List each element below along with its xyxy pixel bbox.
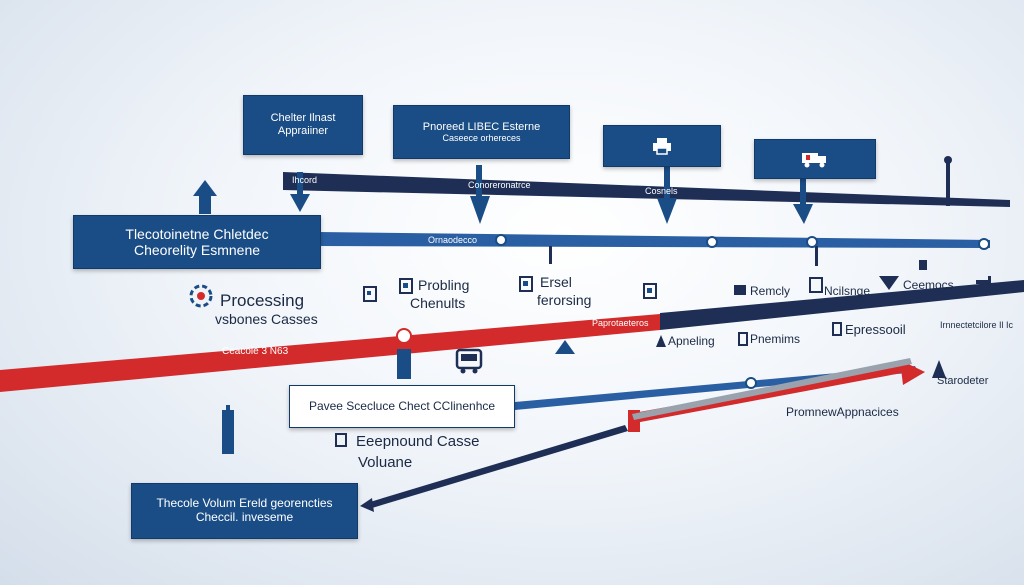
red-band-label: Ceacole 3 N63 bbox=[222, 346, 289, 357]
bottom-box-line2: Checcil. inveseme bbox=[195, 510, 294, 524]
mid-box-label: Pavee Scecluce Chect CClinenhce bbox=[308, 398, 496, 413]
top-box-1-line1: Chelter Ilnast bbox=[270, 112, 336, 125]
ceemocs-label: Ceemocs bbox=[903, 278, 954, 292]
promnewappnacices-label: PromnewAppnacices bbox=[786, 405, 899, 419]
doc-icon-10 bbox=[335, 433, 347, 447]
apneling-label: Apneling bbox=[668, 334, 715, 348]
blue-line-node bbox=[745, 377, 757, 389]
doc-icon-2 bbox=[399, 278, 413, 294]
doc-icon-4 bbox=[643, 283, 657, 299]
bottom-box: Thecole Volum Ereld georencties Checcil.… bbox=[131, 483, 358, 539]
top-box-2: Pnoreed LIBEC Esterne Caseece orhereces bbox=[393, 105, 570, 159]
doc-icon-5 bbox=[734, 285, 746, 295]
band1-label: Ihcord bbox=[292, 175, 318, 185]
eeepnound-label: Eeepnound Casse bbox=[356, 433, 480, 450]
remcly-label: Remcly bbox=[750, 284, 791, 298]
doc-icon-3 bbox=[519, 276, 533, 292]
band1-center-label: Conoreronatrce bbox=[468, 180, 531, 190]
vsbones-label: vsbones Casses bbox=[215, 311, 318, 327]
doc-icon-7 bbox=[919, 260, 927, 270]
ncilsnge-label: Ncilsnge bbox=[824, 284, 871, 298]
doc-icon-1 bbox=[363, 286, 377, 302]
band2-label: Ornaodecco bbox=[428, 235, 478, 245]
band2-node-2 bbox=[706, 236, 718, 248]
starodeter-label: Starodeter bbox=[937, 375, 989, 387]
voluane-label: Voluane bbox=[358, 454, 413, 471]
doc-icon-6 bbox=[809, 277, 823, 293]
marker-bar bbox=[397, 349, 411, 379]
printer-icon bbox=[653, 138, 671, 155]
epressooil-label: Epressooil bbox=[845, 322, 906, 337]
left-box-line2: Cheorelity Esmnene bbox=[133, 242, 261, 258]
processing-icon bbox=[189, 284, 213, 308]
doc-icon-9 bbox=[832, 322, 842, 336]
top-box-2-line2: Caseece orhereces bbox=[442, 133, 521, 144]
a-icon bbox=[656, 335, 666, 347]
top-box-4 bbox=[754, 139, 876, 179]
top-box-2-line1: Pnoreed LIBEC Esterne bbox=[422, 120, 541, 133]
top-box-1-line2: Appraiiner bbox=[277, 125, 329, 137]
band2-node-1 bbox=[495, 234, 507, 246]
doc-icon-8 bbox=[738, 332, 748, 346]
top-box-3 bbox=[603, 125, 721, 167]
left-box-line1: Tlecotoinetne Chletdec bbox=[125, 225, 269, 242]
bus-icon bbox=[455, 348, 483, 374]
right-label: Irnnectetcilore Il Ic bbox=[940, 320, 1014, 330]
band2-node-4 bbox=[978, 238, 990, 250]
red-band-node bbox=[396, 328, 412, 344]
triangle-icon bbox=[879, 276, 899, 290]
band2-node-3 bbox=[806, 236, 818, 248]
bottom-box-line1: Thecole Volum Ereld georencties bbox=[156, 496, 333, 511]
ferorsing-label: ferorsing bbox=[537, 292, 592, 308]
probling-label: Probling bbox=[418, 277, 470, 293]
ersel-label: Ersel bbox=[540, 274, 572, 290]
mid-box: Pavee Scecluce Chect CClinenhce bbox=[289, 385, 515, 428]
truck-icon bbox=[802, 153, 826, 168]
red-band-center-label: Paprotaeteros bbox=[592, 318, 649, 328]
pnemims-label: Pnemims bbox=[750, 332, 801, 346]
chenults-label: Chenults bbox=[410, 295, 466, 311]
top-box-1: Chelter Ilnast Appraiiner bbox=[243, 95, 363, 155]
band1-right-label: Cosnels bbox=[645, 186, 678, 196]
processing-label: Processing bbox=[220, 291, 305, 310]
left-box: Tlecotoinetne Chletdec Cheorelity Esmnen… bbox=[73, 215, 321, 269]
